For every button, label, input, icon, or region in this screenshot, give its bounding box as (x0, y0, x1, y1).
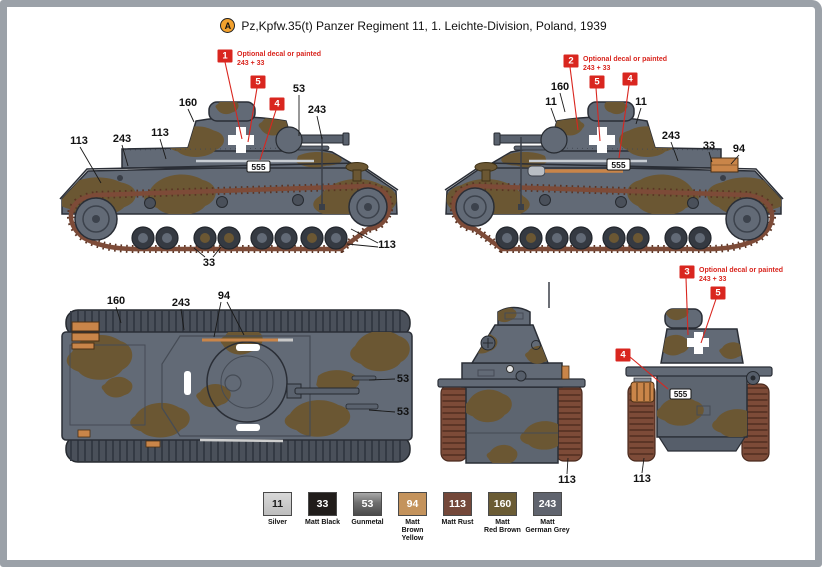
paint-callout: 94 (732, 143, 746, 155)
paint-callout: 113 (151, 127, 169, 139)
decal-note: Optional decal or painted 243 + 33 (583, 55, 667, 73)
color-swatch: 94 (398, 492, 427, 516)
paint-callout: 113 (558, 474, 576, 486)
paint-callout: 160 (550, 81, 570, 93)
red-leader-lines (224, 61, 717, 390)
paint-legend: 11 Silver 33 Matt Black 53 Gunmetal 94 M… (255, 492, 570, 543)
paint-callout: 160 (178, 97, 198, 109)
tank-top-view (61, 309, 413, 463)
swatch-name: Gunmetal (351, 519, 384, 526)
decal-badge: 5 (710, 286, 726, 300)
decal-note: Optional decal or painted 243 + 33 (699, 266, 783, 284)
paint-callout: 33 (202, 257, 216, 269)
decal-note-line1: Optional decal or painted (583, 56, 668, 63)
sheet-title: Pz,Kpfw.35(t) Panzer Regiment 11, 1. Lei… (241, 18, 607, 33)
tank-front-view (437, 282, 586, 464)
decal-badge: 4 (622, 72, 638, 86)
decal-note-line1: Optional decal or painted (237, 51, 322, 58)
paint-callout: 243 (112, 133, 132, 145)
paint-callout: 113 (70, 135, 88, 147)
decal-note-line1: Optional decal or painted (699, 267, 784, 274)
paint-callout: 11 (545, 96, 557, 108)
paint-callout: 11 (635, 96, 647, 108)
turret-number-decal: 555 (674, 390, 688, 399)
color-swatch: 113 (443, 492, 472, 516)
turret-number-decal: 555 (611, 160, 625, 170)
swatch-name: Silver (267, 519, 288, 526)
swatch-name: Matt Rust (441, 519, 474, 526)
decal-badge: 5 (250, 75, 266, 89)
legend-item: 53 Gunmetal (345, 492, 390, 543)
color-swatch: 160 (488, 492, 517, 516)
decal-note-line2: 243 + 33 (583, 65, 611, 72)
paint-callout: 243 (307, 104, 327, 116)
paint-callout: 113 (378, 239, 396, 251)
legend-item: 113 Matt Rust (435, 492, 480, 543)
leader-lines (79, 92, 740, 475)
decal-badge: 5 (589, 75, 605, 89)
paint-callout: 33 (702, 140, 716, 152)
swatch-name: Matt Black (304, 519, 340, 526)
paint-callout: 53 (396, 373, 410, 385)
tank-side-view-gun-left: 555 (445, 99, 787, 249)
paint-callout: 53 (292, 83, 306, 95)
legend-item: 11 Silver (255, 492, 300, 543)
tank-rear-view: 555 (625, 308, 773, 462)
paint-callout: 113 (633, 473, 651, 485)
color-swatch: 11 (263, 492, 292, 516)
turret-number-decal: 555 (251, 162, 265, 172)
paint-callout: 94 (217, 290, 231, 302)
legend-item: 33 Matt Black (300, 492, 345, 543)
tank-side-view-gun-right: 555 (56, 99, 398, 249)
header: A Pz,Kpfw.35(t) Panzer Regiment 11, 1. L… (0, 18, 827, 33)
decal-badge: 3 (679, 265, 695, 279)
paint-callout: 160 (106, 295, 126, 307)
decal-note-line2: 243 + 33 (699, 276, 727, 283)
decal-badge: 1 (217, 49, 233, 63)
decal-note-line2: 243 + 33 (237, 60, 265, 67)
decal-note: Optional decal or painted 243 + 33 (237, 50, 321, 68)
paint-callout: 53 (396, 406, 410, 418)
color-swatch: 243 (533, 492, 562, 516)
decal-badge: 4 (615, 348, 631, 362)
decal-badge: 2 (563, 54, 579, 68)
paint-callout: 243 (171, 297, 191, 309)
decal-badge: 4 (269, 97, 285, 111)
color-swatch: 53 (353, 492, 382, 516)
variant-badge: A (220, 18, 236, 33)
paint-callout: 243 (661, 130, 681, 142)
color-swatch: 33 (308, 492, 337, 516)
